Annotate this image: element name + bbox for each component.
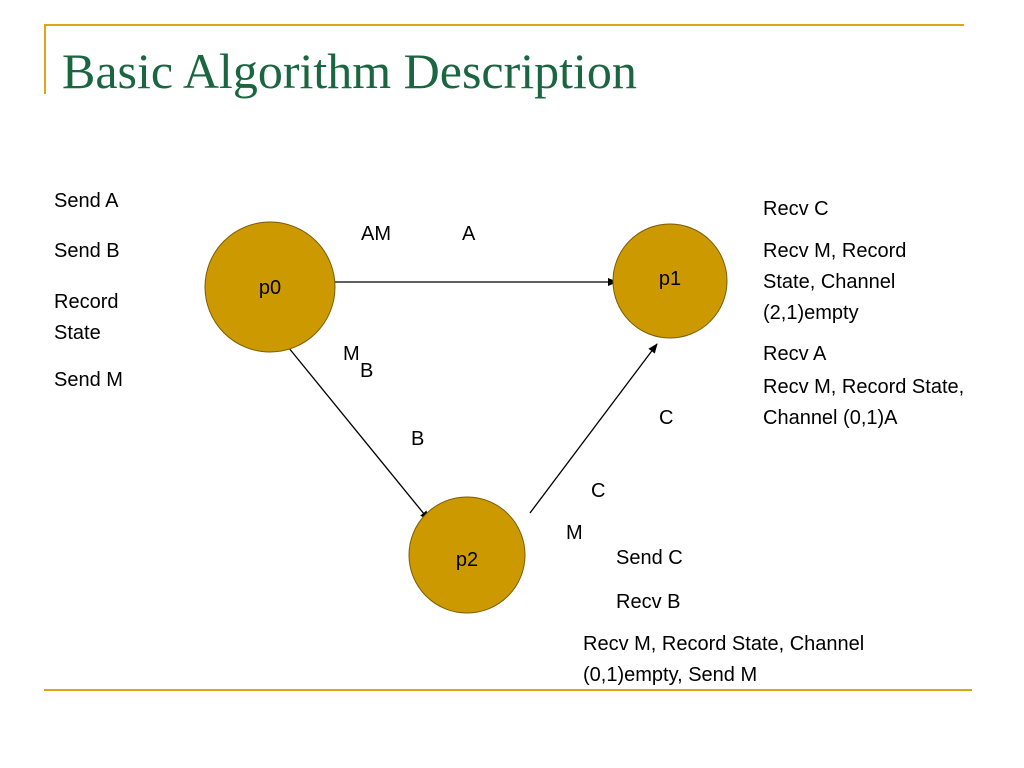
node-p0-label: p0	[259, 277, 281, 299]
p2-action-recv-m: Recv M, Record State, Channel (0,1)empty…	[583, 633, 865, 686]
node-p2: p2	[408, 496, 526, 614]
node-p1-label: p1	[659, 268, 681, 290]
node-p1: p1	[612, 223, 728, 339]
p2-action-recv-b: Recv B	[616, 591, 681, 613]
left-accent-line	[44, 24, 46, 94]
edge-p0-to-p2	[283, 341, 430, 521]
edge-label-a: A	[462, 223, 476, 245]
edge-label-b-lower: B	[411, 428, 425, 450]
slide-title: Basic Algorithm Description	[62, 43, 637, 99]
edge-label-m-p2-p1: M	[566, 522, 583, 544]
top-accent-line	[44, 24, 964, 26]
edge-label-c-lower: C	[591, 480, 606, 502]
p0-action-send-b: Send B	[54, 240, 120, 262]
node-p2-circle	[408, 496, 526, 614]
node-p0-circle	[204, 221, 336, 353]
p1-action-recv-c: Recv C	[763, 198, 829, 220]
node-p0: p0	[204, 221, 336, 353]
edge-p2-to-p1	[529, 343, 658, 514]
node-p1-circle	[612, 223, 728, 339]
edge-label-c-upper: C	[659, 407, 674, 429]
p0-action-record-state: Record State	[54, 291, 119, 344]
p1-action-recv-m-empty: Recv M, Record State, Channel (2,1)empty	[763, 240, 907, 324]
p1-action-recv-a: Recv A	[763, 343, 827, 365]
p0-action-send-m: Send M	[54, 369, 123, 391]
node-p2-label: p2	[456, 549, 478, 571]
bottom-accent-line	[44, 689, 972, 691]
p0-action-send-a: Send A	[54, 190, 119, 212]
p2-action-send-c: Send C	[616, 547, 683, 569]
p1-action-recv-m-a: Recv M, Record State, Channel (0,1)A	[763, 376, 965, 429]
edge-label-am: AM	[361, 223, 391, 245]
edge-label-m-p0-p2: M	[343, 343, 360, 365]
edge-label-b-upper: B	[360, 360, 374, 382]
